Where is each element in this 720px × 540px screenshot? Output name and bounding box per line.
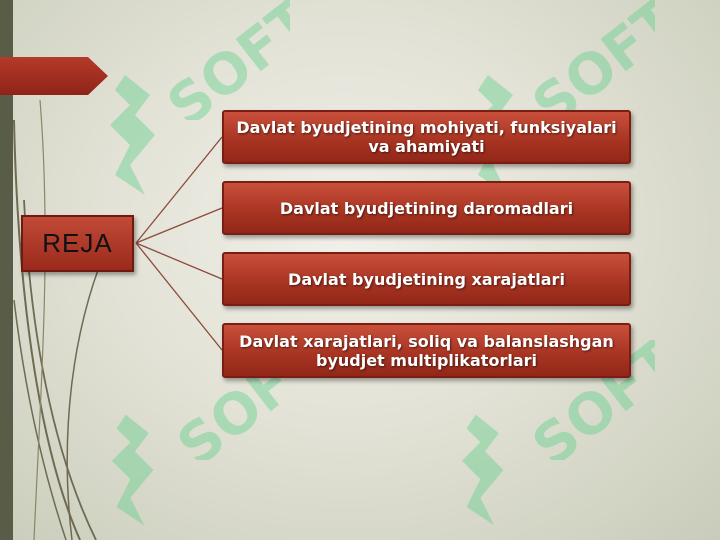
soft-logo-icon: SOFT (521, 0, 655, 120)
soft-logo-icon (110, 75, 155, 195)
plan-item-2: Davlat byudjetining daromadlari (222, 181, 631, 235)
soft-logo-icon (461, 414, 504, 526)
title-arrow-tab (0, 57, 108, 95)
plan-item-4: Davlat xarajatlari, soliq va balanslashg… (222, 323, 631, 378)
reja-title-box: REJA (21, 215, 134, 272)
soft-logo-icon (111, 414, 154, 526)
plan-item-4-text: Davlat xarajatlari, soliq va balanslashg… (239, 331, 614, 370)
plan-item-1-text: Davlat byudjetining mohiyati, funksiyala… (236, 118, 617, 156)
soft-logo-icon: SOFT (156, 0, 290, 120)
left-side-bar (0, 0, 13, 540)
reja-title: REJA (42, 228, 113, 258)
plan-item-3: Davlat byudjetining xarajatlari (222, 252, 631, 306)
plan-item-3-text: Davlat byudjetining xarajatlari (288, 269, 565, 289)
plan-item-1: Davlat byudjetining mohiyati, funksiyala… (222, 110, 631, 164)
plan-item-2-text: Davlat byudjetining daromadlari (279, 198, 574, 218)
